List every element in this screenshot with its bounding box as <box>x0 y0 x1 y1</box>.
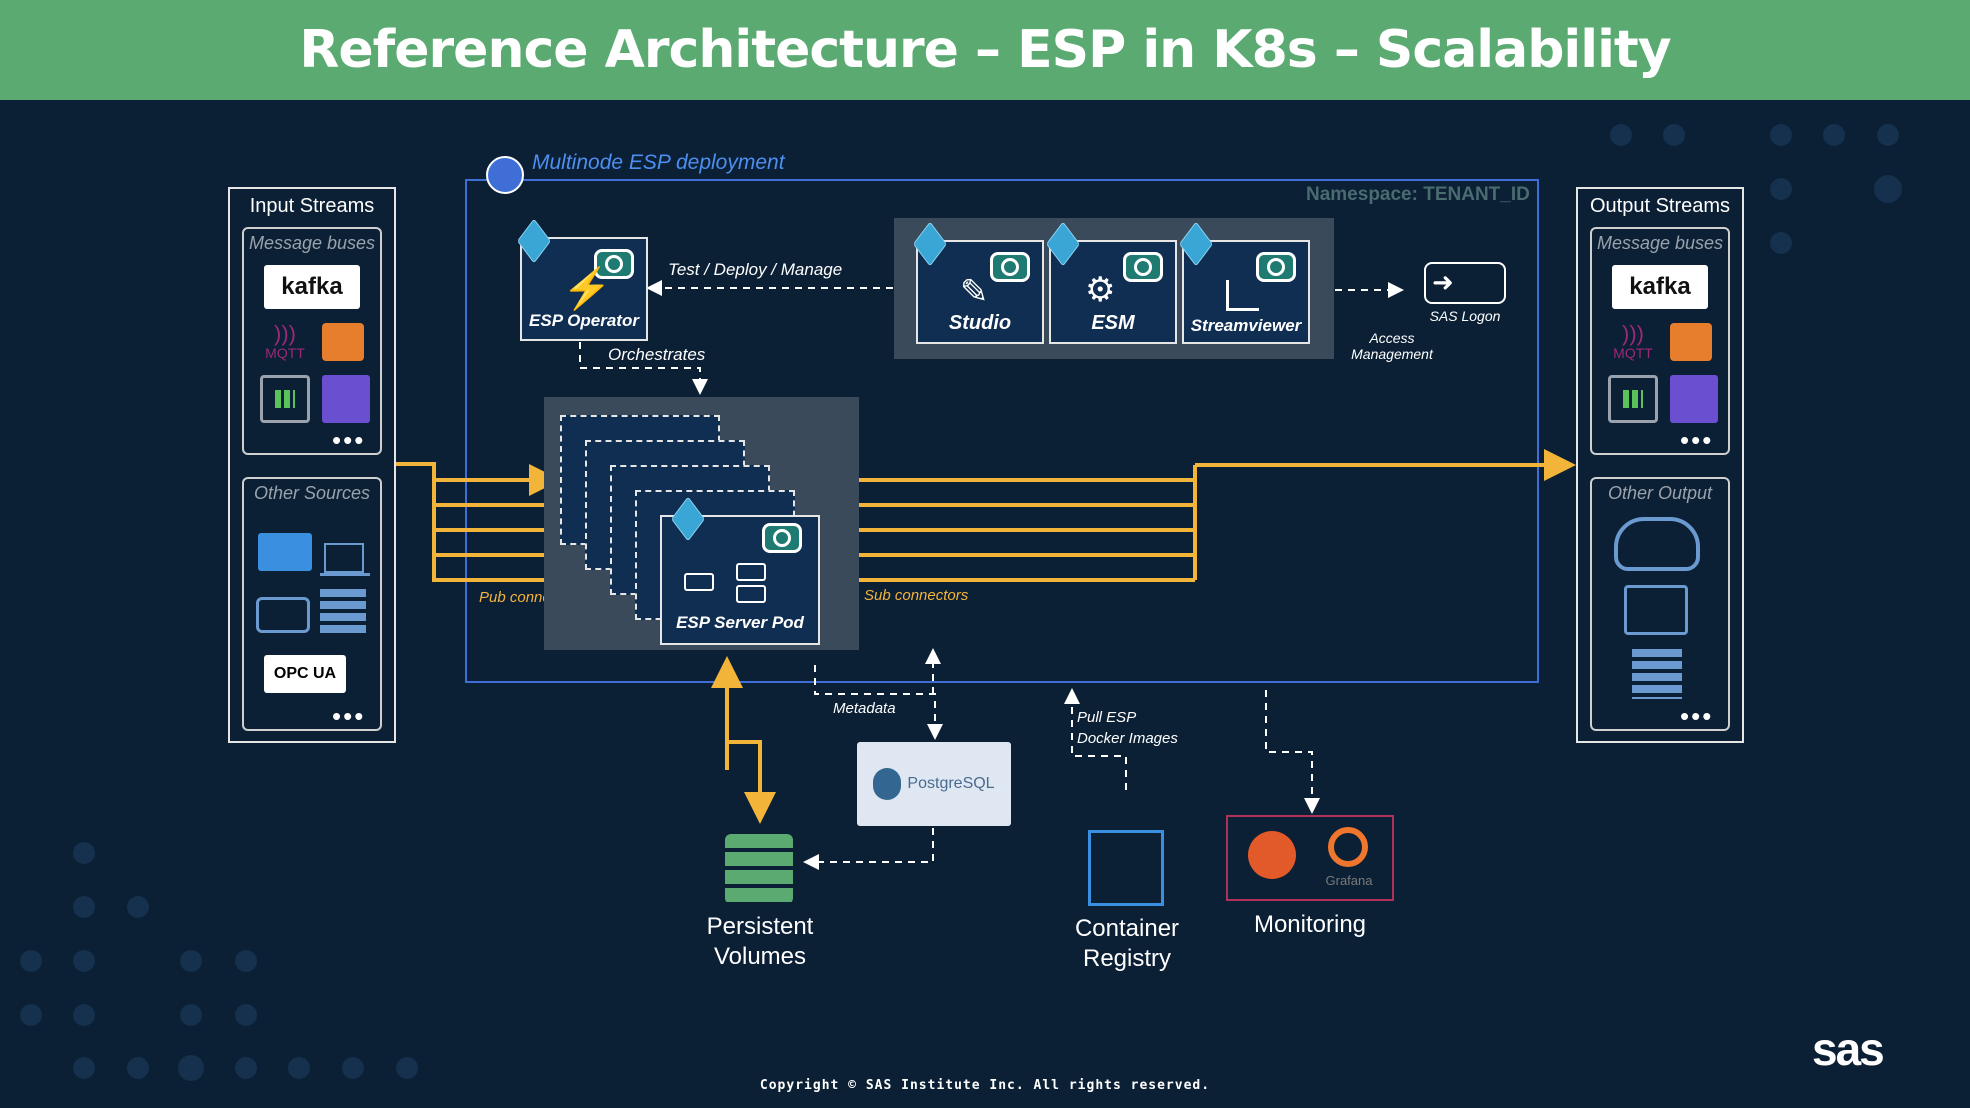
registry-cube-icon <box>1088 830 1164 906</box>
page-title: Reference Architecture – ESP in K8s – Sc… <box>299 20 1671 80</box>
input-message-buses-box: Message buses kafka )))MQTT ••• <box>242 227 382 455</box>
studio-label: Studio <box>948 312 1012 334</box>
output-other-label: Other Output <box>1607 483 1713 503</box>
lightning-icon: ⚡ <box>562 267 612 311</box>
sas-logon-icon: ➜ <box>1424 262 1506 304</box>
esp-server-pod-label: ESP Server Pod <box>676 613 804 632</box>
mqtt-logo: )))MQTT <box>265 321 305 362</box>
input-buses-more-icon: ••• <box>332 425 366 455</box>
kafka-logo: kafka <box>264 265 360 309</box>
elephant-icon <box>873 768 902 800</box>
output-database-icon <box>1632 649 1682 699</box>
sub-connectors-label: Sub connectors <box>864 587 969 604</box>
sas-logo: sas <box>1812 1023 1885 1075</box>
streamviewer-label: Streamviewer <box>1190 316 1302 335</box>
output-rabbitmq-icon <box>1670 323 1712 361</box>
folder-icon <box>258 533 312 571</box>
volumes-icon <box>725 834 793 904</box>
esp-camera-icon <box>1256 252 1296 282</box>
sas-logon-label: SAS Logon <box>1429 308 1501 324</box>
kubernetes-icon <box>486 156 524 194</box>
esp-operator-card[interactable]: ⚡ ESP Operator <box>516 218 648 341</box>
namespace-label: Namespace: TENANT_ID <box>1306 184 1530 205</box>
event-hubs-icon <box>260 375 310 423</box>
factory-icon <box>320 523 370 576</box>
output-event-hubs-icon <box>1608 375 1658 423</box>
gears-icon: ⚙ <box>1085 271 1116 309</box>
esp-camera-icon <box>594 249 634 279</box>
title-bar: Reference Architecture – ESP in K8s – Sc… <box>0 0 1970 100</box>
output-buses-more-icon: ••• <box>1680 425 1714 455</box>
monitoring-label: Monitoring <box>1253 911 1367 938</box>
output-message-buses-label: Message buses <box>1596 233 1724 253</box>
output-streams-title: Output Streams <box>1589 195 1731 217</box>
chart-icon <box>1226 280 1259 311</box>
esp-camera-icon <box>990 252 1030 282</box>
input-sources-more-icon: ••• <box>332 701 366 731</box>
monitoring-box: Grafana <box>1226 815 1394 901</box>
input-streams-title: Input Streams <box>249 195 375 217</box>
output-streams-panel: Output Streams Message buses kafka )))MQ… <box>1576 187 1744 743</box>
input-other-sources-box: Other Sources OPC UA ••• <box>242 477 382 731</box>
input-message-buses-label: Message buses <box>248 233 376 253</box>
test-deploy-label: Test / Deploy / Manage <box>668 260 843 279</box>
postgresql-logo: PostgreSQL <box>857 742 1011 826</box>
arrow-right-icon: ➜ <box>1432 267 1454 297</box>
streamviewer-card[interactable]: Streamviewer <box>1178 221 1310 344</box>
esm-card[interactable]: ⚙ ESM <box>1045 221 1177 344</box>
metadata-label: Metadata <box>833 700 896 717</box>
esp-camera-icon <box>1123 252 1163 282</box>
camera-icon <box>256 597 310 633</box>
deployment-title: Multinode ESP deployment <box>532 151 785 174</box>
kinesis-icon <box>322 375 370 423</box>
esm-label: ESM <box>1091 312 1135 334</box>
input-streams-panel: Input Streams Message buses kafka )))MQT… <box>228 187 396 743</box>
database-icon <box>320 589 366 637</box>
monitor-icon <box>1624 585 1688 635</box>
flow-graph-icon <box>684 563 790 603</box>
output-kinesis-icon <box>1670 375 1718 423</box>
output-message-buses-box: Message buses kafka )))MQTT ••• <box>1590 227 1730 455</box>
grafana-label: Grafana <box>1325 873 1373 888</box>
output-other-more-icon: ••• <box>1680 701 1714 731</box>
input-other-sources-label: Other Sources <box>253 483 371 503</box>
output-other-box: Other Output ••• <box>1590 477 1730 731</box>
esp-operator-label: ESP Operator <box>529 311 639 330</box>
copyright-text: Copyright © SAS Institute Inc. All right… <box>759 1078 1211 1093</box>
output-kafka-logo: kafka <box>1612 265 1708 309</box>
grafana-icon <box>1328 827 1368 867</box>
esp-server-pod-card[interactable]: ESP Server Pod <box>660 496 820 645</box>
cloud-icon <box>1614 517 1700 571</box>
output-mqtt-logo: )))MQTT <box>1613 321 1653 362</box>
studio-card[interactable]: ✎ Studio <box>912 221 1044 344</box>
prometheus-icon <box>1248 831 1296 879</box>
pencil-icon: ✎ <box>960 273 989 311</box>
orchestrates-label: Orchestrates <box>608 345 706 364</box>
opc-ua-logo: OPC UA <box>264 655 346 693</box>
deployment-boundary <box>465 179 1539 683</box>
esp-camera-icon <box>762 523 802 553</box>
rabbitmq-icon <box>322 323 364 361</box>
